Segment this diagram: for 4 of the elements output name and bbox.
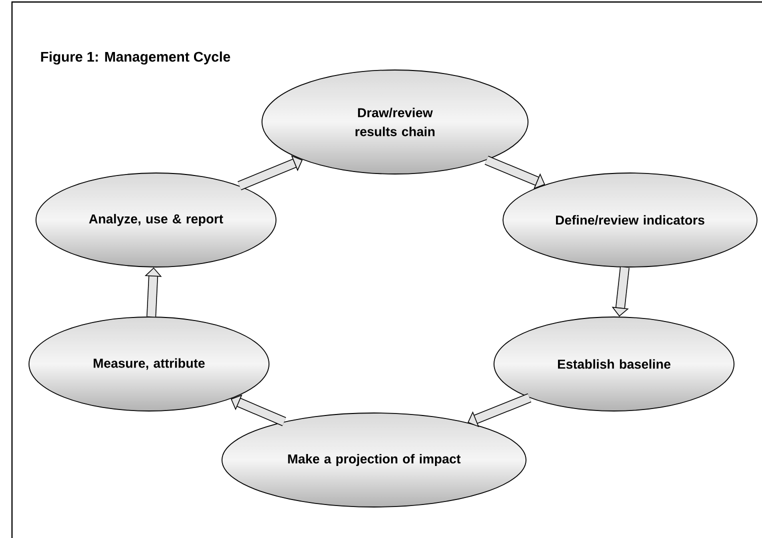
title: Figure 1: Management Cycle [41,51,230,65]
block-arrow [230,394,286,426]
block-arrow [238,155,303,190]
block-arrow [468,393,532,428]
